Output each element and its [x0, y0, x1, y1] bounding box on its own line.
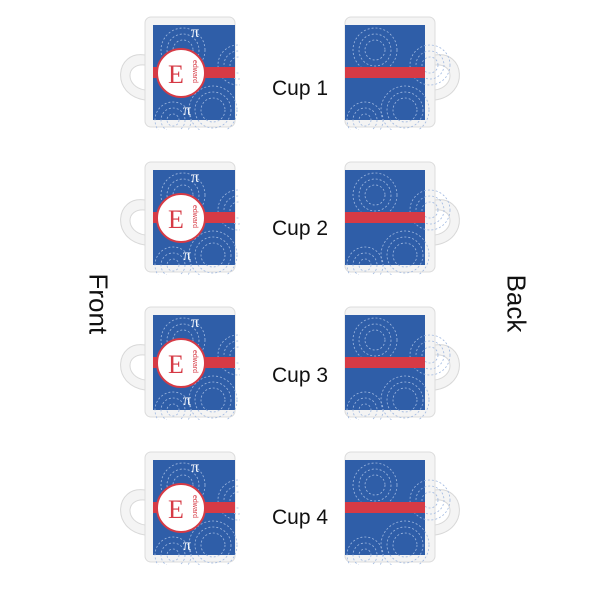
cup-2-label: Cup 2 [271, 217, 329, 240]
mug-handle [434, 489, 460, 536]
monogram-name: edward [191, 350, 198, 373]
red-band [345, 357, 425, 368]
red-band [345, 502, 425, 513]
mug-handle [120, 54, 146, 101]
mug-handle [120, 344, 146, 391]
pi-symbol: π [183, 537, 191, 554]
pi-symbol: π [191, 169, 199, 186]
cup-1-label: Cup 1 [271, 77, 329, 100]
monogram-name: edward [191, 205, 198, 228]
pi-symbol: π [191, 459, 199, 476]
mug-back-3 [340, 305, 470, 420]
monogram-circle [156, 193, 206, 243]
mug-back-1 [340, 15, 470, 130]
monogram-circle [156, 338, 206, 388]
mug-back-2 [340, 160, 470, 275]
pi-symbol: π [191, 314, 199, 331]
monogram-letter: E [168, 60, 184, 89]
pi-symbol: π [183, 102, 191, 119]
monogram-circle [156, 48, 206, 98]
cup-4-label: Cup 4 [271, 506, 329, 529]
pi-symbol: π [191, 24, 199, 41]
mug-handle [120, 199, 146, 246]
pi-symbol: π [183, 247, 191, 264]
mug-back-4 [340, 450, 470, 565]
pi-symbol: π [183, 392, 191, 409]
monogram-letter: E [168, 350, 184, 379]
monogram-name: edward [191, 495, 198, 518]
monogram-letter: E [168, 205, 184, 234]
back-side-label: Back [501, 274, 532, 333]
red-band [345, 67, 425, 78]
monogram-letter: E [168, 495, 184, 524]
monogram-name: edward [191, 60, 198, 83]
cup-3-label: Cup 3 [271, 364, 329, 387]
red-band [345, 212, 425, 223]
mug-handle [120, 489, 146, 536]
mug-handle [434, 344, 460, 391]
mug-handle [434, 54, 460, 101]
mug-handle [434, 199, 460, 246]
front-side-label: Front [83, 273, 114, 335]
monogram-circle [156, 483, 206, 533]
